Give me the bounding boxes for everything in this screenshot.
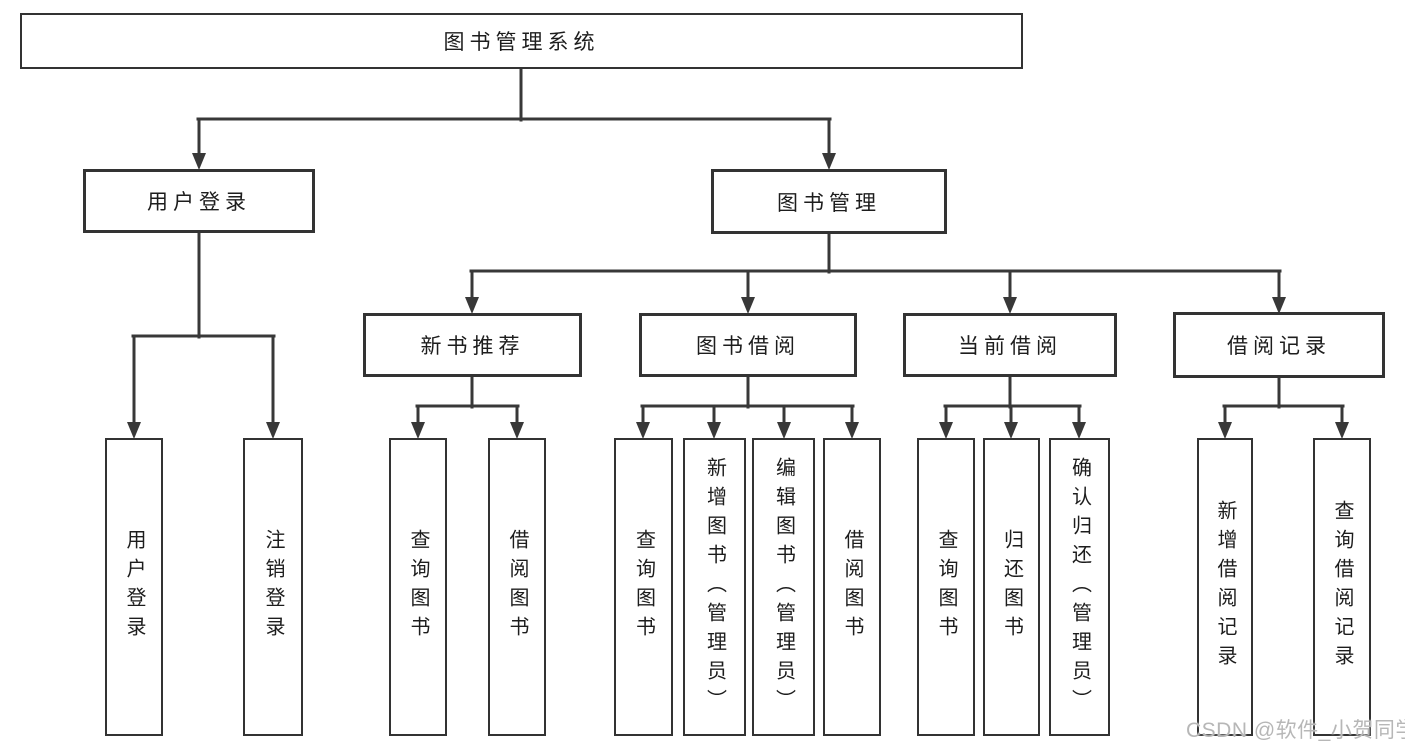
leaf-edit-books-admin: 编辑图书（管理员） — [752, 438, 815, 736]
leaf-add-books-admin: 新增图书（管理员） — [683, 438, 746, 736]
node-new-book-recommend: 新书推荐 — [363, 313, 582, 377]
node-borrowing-records: 借阅记录 — [1173, 312, 1385, 378]
leaf-borrow-books-recommend-label: 借阅图书 — [506, 529, 528, 645]
leaf-query-borrow-record: 查询借阅记录 — [1313, 438, 1371, 736]
leaf-query-books-borrow-label: 查询图书 — [632, 529, 655, 645]
node-new-book-recommend-label: 新书推荐 — [420, 335, 525, 358]
leaf-borrow-books-recommend: 借阅图书 — [488, 438, 546, 736]
leaf-user-login-label: 用户登录 — [123, 529, 145, 645]
leaf-return-books: 归还图书 — [983, 438, 1040, 736]
leaf-query-borrow-record-label: 查询借阅记录 — [1331, 500, 1353, 674]
leaf-return-books-label: 归还图书 — [1000, 529, 1023, 645]
leaf-confirm-return-admin: 确认归还（管理员） — [1049, 438, 1110, 736]
node-book-management-label: 图书管理 — [777, 191, 881, 215]
node-current-borrowing-label: 当前借阅 — [958, 335, 1062, 358]
node-user-login-label: 用户登录 — [147, 191, 251, 214]
leaf-add-books-admin-label: 新增图书（管理员） — [703, 456, 726, 718]
leaf-logout: 注销登录 — [243, 438, 303, 736]
leaf-logout-label: 注销登录 — [262, 529, 284, 645]
leaf-query-books-borrow: 查询图书 — [614, 438, 673, 736]
node-user-login: 用户登录 — [83, 169, 315, 233]
leaf-add-borrow-record-label: 新增借阅记录 — [1214, 500, 1236, 674]
leaf-query-books-recommend-label: 查询图书 — [407, 529, 429, 645]
leaf-confirm-return-admin-label: 确认归还（管理员） — [1068, 456, 1091, 718]
node-borrowing-records-label: 借阅记录 — [1227, 335, 1331, 358]
node-book-borrowing-label: 图书借阅 — [696, 335, 800, 358]
node-library-management-system: 图书管理系统 — [20, 13, 1023, 69]
node-book-borrowing: 图书借阅 — [639, 313, 857, 377]
leaf-add-borrow-record: 新增借阅记录 — [1197, 438, 1253, 736]
leaf-query-books-recommend: 查询图书 — [389, 438, 447, 736]
leaf-edit-books-admin-label: 编辑图书（管理员） — [772, 456, 795, 718]
node-book-management: 图书管理 — [711, 169, 947, 234]
node-library-management-system-label: 图书管理系统 — [443, 31, 600, 54]
leaf-borrow-books-label: 借阅图书 — [841, 529, 863, 645]
watermark: CSDN @软件_小贺同学 — [1186, 719, 1405, 742]
leaf-user-login: 用户登录 — [105, 438, 163, 736]
leaf-query-books-current: 查询图书 — [917, 438, 975, 736]
leaf-query-books-current-label: 查询图书 — [935, 529, 957, 645]
node-current-borrowing: 当前借阅 — [903, 313, 1117, 377]
leaf-borrow-books: 借阅图书 — [823, 438, 881, 736]
